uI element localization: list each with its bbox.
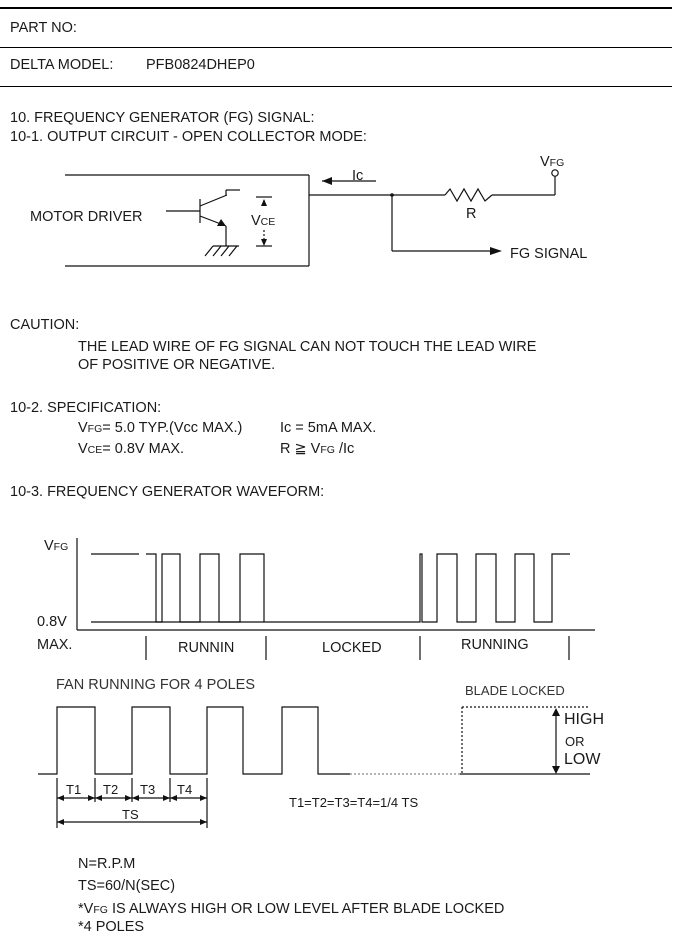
fg-signal-label: FG SIGNAL [510, 246, 588, 262]
delta-model-value: PFB0824DHEP0 [146, 57, 255, 73]
delta-model-label: DELTA MODEL: [10, 57, 114, 73]
waveform-title: 10-3. FREQUENCY GENERATOR WAVEFORM: [10, 484, 325, 500]
resistor-label: R [466, 206, 477, 222]
output-circuit-title: 10-1. OUTPUT CIRCUIT - OPEN COLLECTOR MO… [10, 129, 367, 145]
waveform-max-label: MAX. [37, 637, 73, 653]
spec-title: 10-2. SPECIFICATION: [10, 400, 162, 416]
or-label: OR [565, 734, 585, 749]
high-label: HIGH [564, 711, 604, 728]
spec-ic: Ic = 5mA MAX. [280, 420, 377, 436]
low-label: LOW [564, 751, 601, 768]
vce-label: VCE [251, 213, 276, 229]
blade-locked-label: BLADE LOCKED [465, 683, 565, 698]
note-ts: TS=60/N(SEC) [78, 878, 176, 894]
caution-line-2: OF POSITIVE OR NEGATIVE. [78, 357, 276, 373]
motor-driver-label: MOTOR DRIVER [30, 209, 143, 225]
caution-line-1: THE LEAD WIRE OF FG SIGNAL CAN NOT TOUCH… [78, 339, 537, 355]
note-vfg: *VFG IS ALWAYS HIGH OR LOW LEVEL AFTER B… [78, 901, 505, 917]
period-t2: T2 [103, 782, 119, 797]
top-rule [0, 7, 672, 9]
waveform-low-level: 0.8V [37, 614, 67, 630]
period-t3: T3 [140, 782, 156, 797]
period-t1: T1 [66, 782, 82, 797]
spec-vfg: VFG= 5.0 TYP.(Vcc MAX.) [78, 420, 243, 436]
section-title: 10. FREQUENCY GENERATOR (FG) SIGNAL: [10, 110, 315, 126]
output-circuit-diagram [65, 169, 559, 267]
waveform-vfg-label: VFG [44, 538, 69, 554]
header-divider [0, 47, 672, 48]
spec-r: R ≧ VFG /Ic [280, 441, 355, 457]
period-t4: T4 [177, 782, 193, 797]
spec-vce: VCE= 0.8V MAX. [78, 441, 185, 457]
ic-label: Ic [352, 168, 364, 184]
header-bottom-rule [0, 86, 672, 87]
segment-running-2: RUNNING [461, 637, 529, 653]
segment-locked: LOCKED [322, 640, 382, 656]
period-ts: TS [122, 807, 139, 822]
part-no-label: PART NO: [10, 20, 77, 36]
note-poles: *4 POLES [78, 919, 145, 935]
note-rpm: N=R.P.M [78, 856, 136, 872]
segment-running-1: RUNNIN [178, 640, 235, 656]
fan-running-label: FAN RUNNING FOR 4 POLES [56, 677, 256, 693]
period-equation: T1=T2=T3=T4=1/4 TS [289, 795, 419, 810]
vfg-terminal-label: VFG [540, 154, 565, 170]
caution-label: CAUTION: [10, 317, 80, 333]
